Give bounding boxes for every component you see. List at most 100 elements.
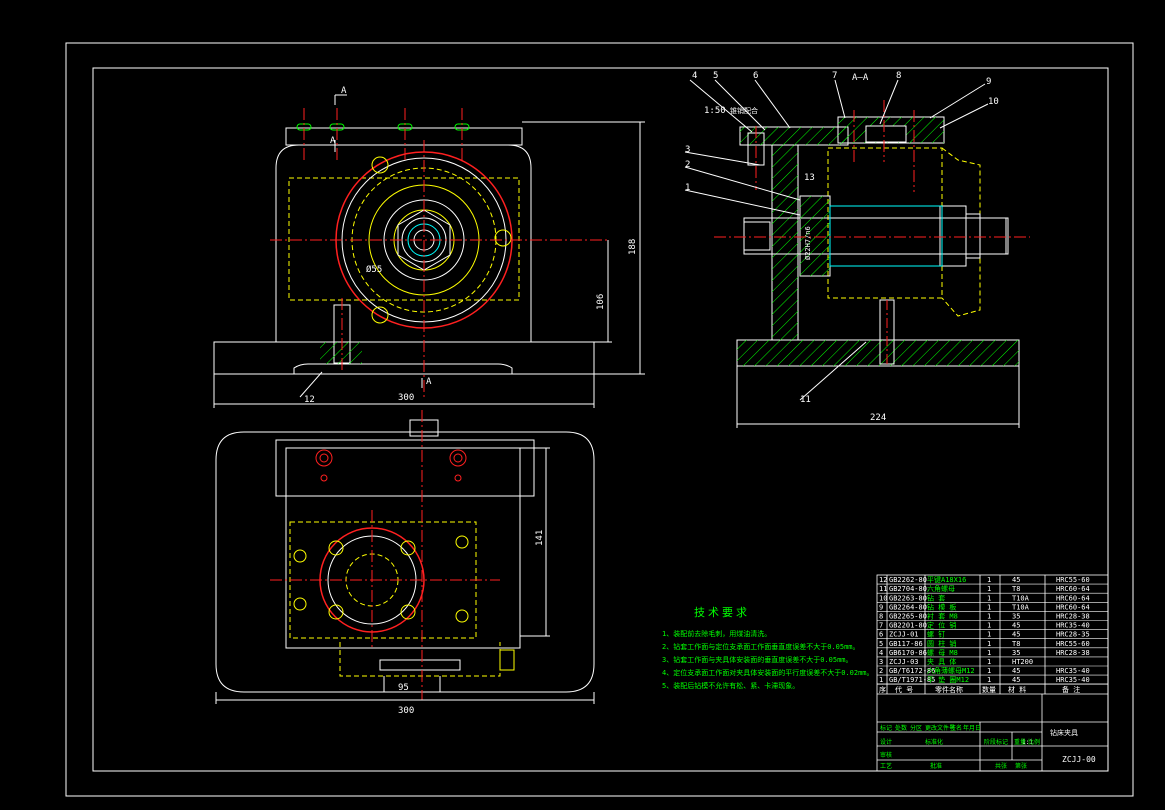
title-label-change: 更改文件号 (925, 724, 955, 732)
bom-cell-name: 平 垫 圈M12 (927, 675, 969, 684)
callout-12: 12 (304, 395, 315, 405)
title-label-stage: 阶段标记 (984, 738, 1008, 746)
section-view-labels: A—A 1:50 锥销配合 4 5 6 7 8 9 10 3 2 1 11 13… (685, 71, 999, 423)
title-label-standard: 标准化 (925, 738, 943, 746)
bom-cell-name: 圆 柱 销 (927, 639, 956, 648)
section-letter-mid: A (330, 136, 336, 146)
bom-cell-no: 7 (879, 622, 883, 630)
bom-cell-no: 4 (879, 649, 883, 657)
section-scale-note: 1:50 (704, 106, 726, 116)
top-dim-height: 141 (535, 530, 545, 546)
bom-cell-name: 钻 套 (927, 593, 945, 602)
title-label-date: 年月日 (963, 724, 981, 732)
bom-cell-qty: 1 (987, 576, 991, 584)
top-view-labels: 300 95 141 (398, 530, 545, 716)
bom-cell-material: 35 (1012, 649, 1020, 657)
bom-cell-code: GB2263-80 (889, 594, 927, 602)
front-dim-height: 188 (628, 239, 638, 255)
top-dim-width: 300 (398, 706, 414, 716)
bom-cell-material: 45 (1012, 631, 1020, 639)
bom-cell-qty: 1 (987, 585, 991, 593)
bom-cell-qty: 1 (987, 594, 991, 602)
title-label-zone: 分区 (910, 724, 922, 732)
tech-req-item-3: 3、钻套工作面与夹具体安装面的垂直度误差不大于0.05mm。 (662, 655, 853, 664)
bom-cell-note: HRC35-40 (1056, 676, 1090, 684)
bom-header-code: 代 号 (895, 685, 913, 694)
callout-3: 3 (685, 145, 690, 155)
bom-cell-material: T10A (1012, 594, 1030, 602)
section-letter-top: A (341, 86, 347, 96)
bom-cell-material: 45 (1012, 576, 1020, 584)
bom-header-qty: 数量 (982, 685, 996, 694)
bom-cell-note: HRC35-40 (1056, 622, 1090, 630)
title-label-mark: 标记 (880, 724, 892, 732)
bom-cell-qty: 1 (987, 631, 991, 639)
tech-req-item-4: 4、定位支承面工作面对夹具体安装面的平行度误差不大于0.02mm。 (662, 668, 874, 677)
bom-cell-note: HRC28-38 (1056, 613, 1090, 621)
bom-cell-material: 45 (1012, 622, 1020, 630)
bom-header-material: 材 料 (1008, 685, 1026, 694)
bom-cell-no: 8 (879, 613, 883, 621)
title-label-ratio: 比例 (1028, 738, 1040, 746)
bom-cell-name: 六角薄螺母M12 (927, 666, 975, 675)
bom-cell-code: GB2265-80 (889, 613, 927, 621)
bom-cell-no: 1 (879, 676, 883, 684)
bom-cell-code: GB6170-86 (889, 649, 927, 657)
bom-cell-no: 11 (879, 585, 887, 593)
bom-header: 序 代 号 零件名称 数量 材 料 备 注 (879, 685, 1080, 694)
bom-cell-no: 3 (879, 658, 883, 666)
bom-cell-note: HRC55-60 (1056, 640, 1090, 648)
title-label-review: 审核 (880, 751, 892, 759)
bom-cell-material: T10A (1012, 603, 1030, 611)
title-scale: 1:1 (1022, 739, 1033, 746)
section-letter-bottom: A (426, 377, 432, 387)
bom-cell-material: 45 (1012, 676, 1020, 684)
front-dim-bore: Ø55 (366, 264, 382, 275)
title-label-count: 处数 (895, 724, 907, 732)
callout-2: 2 (685, 160, 690, 170)
section-dim-width: 224 (870, 413, 886, 423)
callout-4: 4 (692, 71, 697, 81)
bom-cell-code: GB2704-80 (889, 585, 927, 593)
callout-6: 6 (753, 71, 758, 81)
bom-cell-name: 钻 模 板 (927, 602, 956, 611)
top-dim-inner: 95 (398, 683, 409, 693)
tech-req-item-1: 1、装配前去除毛刺，用煤油清洗。 (662, 629, 771, 638)
bom-cell-qty: 1 (987, 658, 991, 666)
bom-cell-material: T8 (1012, 640, 1020, 648)
bom-cell-name: 定 位 销 (927, 621, 956, 630)
bom-cell-no: 2 (879, 667, 883, 675)
bom-cell-code: ZCJJ-03 (889, 658, 919, 666)
callout-7: 7 (832, 71, 837, 81)
bom-cell-qty: 1 (987, 622, 991, 630)
bom-cell-no: 12 (879, 576, 887, 584)
bom-cell-no: 5 (879, 640, 883, 648)
front-view-labels: A A A 300 188 106 Ø55 12 (304, 86, 638, 405)
bom-cell-no: 10 (879, 594, 887, 602)
front-dim-width: 300 (398, 393, 414, 403)
section-fit-label: Ø22H7/n6 (804, 226, 812, 260)
bom-cell-code: GB2201-80 (889, 622, 927, 630)
callout-1: 1 (685, 183, 690, 193)
title-label-design: 设计 (880, 738, 892, 746)
section-view (684, 79, 1030, 428)
bom-cell-material: 35 (1012, 613, 1020, 621)
tech-req-item-5: 5、装配后钻模不允许有松、紧、卡滞现象。 (662, 681, 799, 690)
bom-cell-material: T8 (1012, 585, 1020, 593)
title-drawing-number: ZCJJ-00 (1062, 755, 1096, 764)
front-view (213, 94, 645, 408)
front-dim-center: 106 (596, 294, 606, 310)
callout-8: 8 (896, 71, 901, 81)
bom-cell-material: 45 (1012, 667, 1020, 675)
bom-cell-qty: 1 (987, 613, 991, 621)
title-drawing-name: 钻床夹具 (1050, 728, 1078, 737)
tech-requirements: 技术要求 1、装配前去除毛刺，用煤油清洗。 2、钻套工作面与定位支承面工作面垂直… (662, 606, 874, 690)
bom-cell-note: HRC28-38 (1056, 649, 1090, 657)
bom-cell-code: ZCJJ-01 (889, 631, 919, 639)
bom-header-no: 序 (879, 685, 886, 694)
bom-cell-qty: 1 (987, 603, 991, 611)
title-label-weight: 重量 (1014, 738, 1026, 746)
title-label-process: 工艺 (880, 762, 892, 770)
title-block-labels: 钻床夹具 ZCJJ-00 1:1 标记 处数 分区 更改文件号 签名 年月日 设… (880, 724, 1096, 770)
